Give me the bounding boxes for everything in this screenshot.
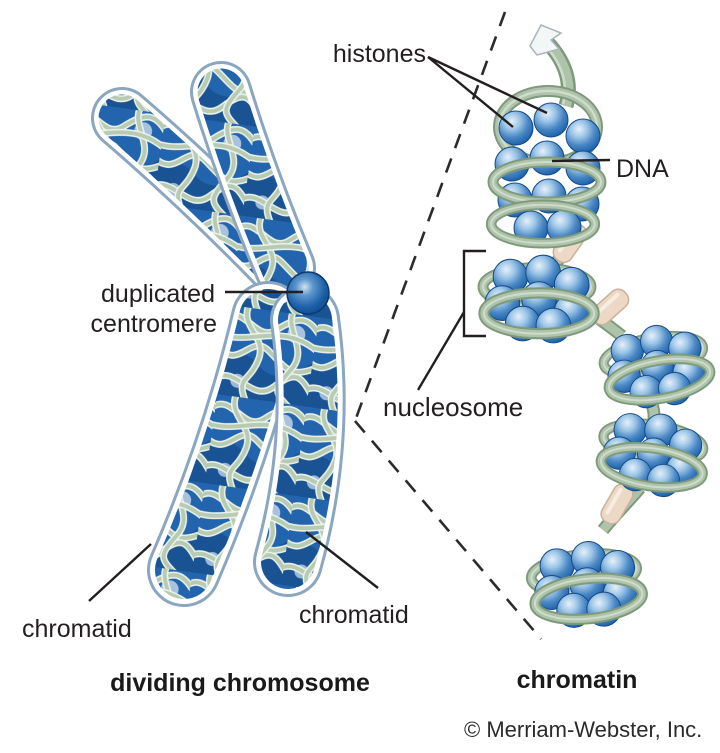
magnification-dashed-divider — [353, 11, 542, 640]
nucleosome-label: nucleosome — [383, 392, 523, 422]
nucleosome-bracket — [462, 249, 486, 338]
centromere-label-line2: centromere — [91, 310, 217, 338]
chromatin-illustration — [483, 24, 715, 633]
histones-pointer-line-1 — [427, 56, 514, 128]
dna-label: DNA — [616, 155, 669, 183]
nucleosome-5 — [528, 536, 645, 633]
chromatid-right-pointer-line — [305, 531, 379, 589]
chromatid-left-label: chromatid — [22, 615, 132, 643]
histones-label: histones — [333, 40, 426, 68]
dna-cut-end — [529, 24, 563, 56]
chromosome-arm-upper-right — [190, 61, 316, 299]
chromatid-left-pointer-line — [88, 543, 152, 602]
centromere-label-line1: duplicated — [101, 280, 215, 308]
dna-pointer-line — [551, 158, 611, 163]
nucleosome-4 — [596, 406, 710, 501]
left-panel-caption: dividing chromosome — [110, 669, 370, 697]
dividing-chromosome-illustration — [91, 61, 346, 607]
nucleosome-2 — [483, 255, 594, 343]
chromosome-arm-lower-right — [253, 285, 346, 597]
copyright-credit: © Merriam-Webster, Inc. — [464, 717, 702, 742]
annotation-lines — [88, 55, 611, 602]
chromosome-arm-lower-left — [147, 281, 305, 607]
nucleosome-1 — [491, 85, 601, 245]
chromatid-right-label: chromatid — [299, 601, 409, 629]
nucleosome-pointer-line — [416, 311, 466, 391]
right-panel-caption: chromatin — [517, 666, 638, 694]
histones-pointer-line-2 — [427, 55, 548, 115]
